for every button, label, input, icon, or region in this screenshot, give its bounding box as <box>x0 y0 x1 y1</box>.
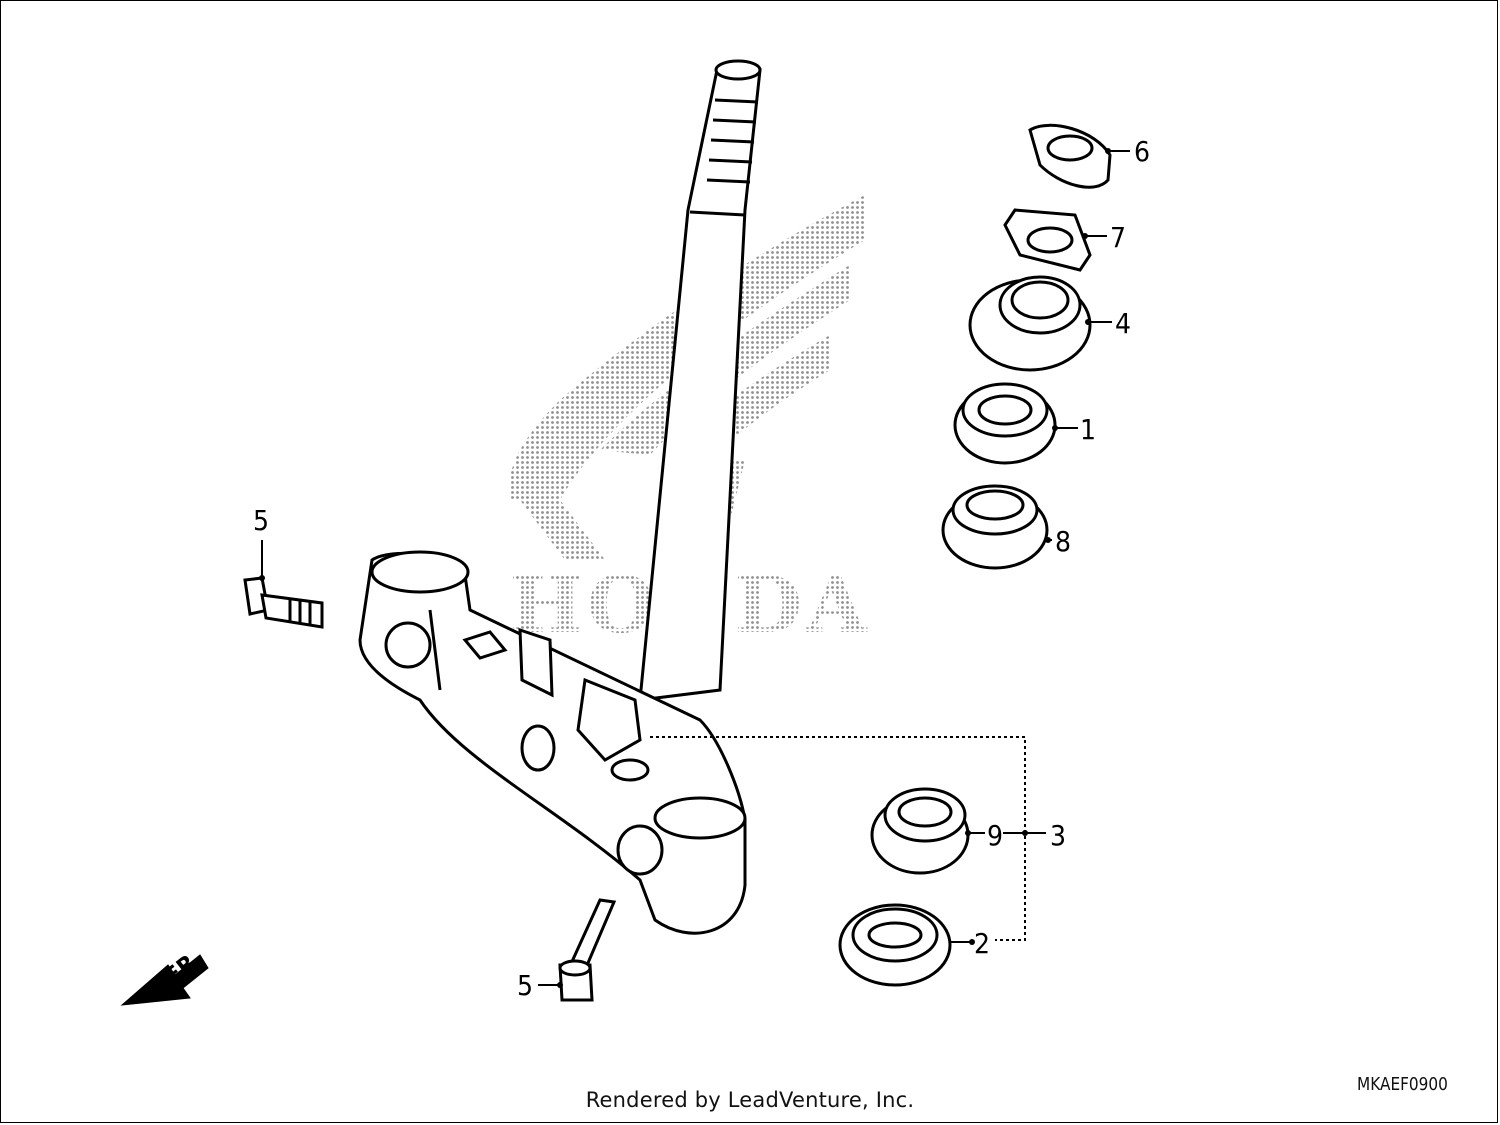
part-6-stem-nut <box>1028 123 1112 189</box>
callout-1: 1 <box>1080 413 1096 446</box>
part-4-adjusting-nut <box>968 275 1092 372</box>
steering-stem-shaft <box>638 59 762 702</box>
leader-lines <box>261 150 1130 986</box>
callout-6: 6 <box>1134 135 1150 168</box>
part-9-bearing <box>870 787 970 875</box>
part-1-dust-seal <box>953 382 1057 465</box>
callout-9: 9 <box>987 819 1003 852</box>
callout-4: 4 <box>1115 307 1131 340</box>
callout-2: 2 <box>974 927 990 960</box>
callout-7: 7 <box>1110 221 1126 254</box>
part-8-bearing <box>941 484 1049 570</box>
leader-dots <box>259 148 1111 988</box>
render-credit: Rendered by LeadVenture, Inc. <box>585 1088 915 1112</box>
part-5-bolt-bottom <box>558 898 617 1002</box>
callout-3: 3 <box>1050 819 1066 852</box>
callout-5-top: 5 <box>253 504 269 537</box>
callout-5-bottom: 5 <box>517 969 533 1002</box>
figure-code: MKAEF0900 <box>1357 1074 1448 1095</box>
part-5-bolt-left <box>243 576 324 629</box>
front-arrow-icon: FR. <box>120 945 209 1006</box>
part-2-bearing-race <box>838 903 952 987</box>
lower-triple-clamp <box>358 550 747 935</box>
callout-8: 8 <box>1055 525 1071 558</box>
part-7-lock-washer <box>1003 208 1092 272</box>
